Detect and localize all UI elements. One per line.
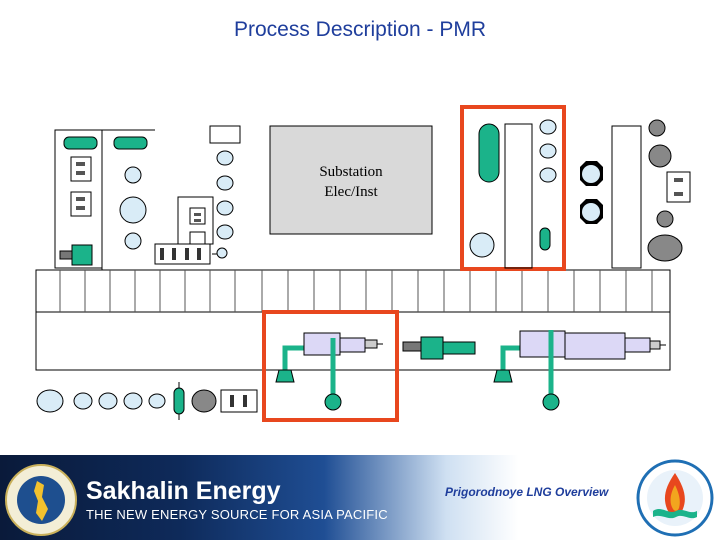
- brand-tagline: THE NEW ENERGY SOURCE FOR ASIA PACIFIC: [86, 507, 388, 522]
- process-diagram: Substation Elec/Inst: [35, 105, 691, 422]
- page-title: Process Description - PMR: [233, 18, 487, 41]
- sakhalin-logo-icon: [5, 464, 77, 536]
- highlight-box-top: [460, 105, 566, 271]
- substation: Substation Elec/Inst: [269, 125, 433, 235]
- project-emblem-icon: [636, 459, 714, 537]
- presentation-subtitle: Prigorodnoye LNG Overview: [445, 485, 609, 499]
- substation-label-line1: Substation: [319, 164, 383, 180]
- bottom-equipment: [402, 330, 666, 411]
- substation-label-line2: Elec/Inst: [324, 184, 378, 200]
- bottom-left-equipment: [36, 382, 258, 420]
- left-area-equipment: [54, 125, 241, 270]
- footer-banner: Sakhalin Energy THE NEW ENERGY SOURCE FO…: [0, 455, 720, 540]
- highlight-box-bottom: [262, 310, 399, 422]
- pipe-rack: [35, 269, 671, 371]
- right-area-equipment: [580, 119, 691, 269]
- brand-name: Sakhalin Energy: [86, 477, 281, 505]
